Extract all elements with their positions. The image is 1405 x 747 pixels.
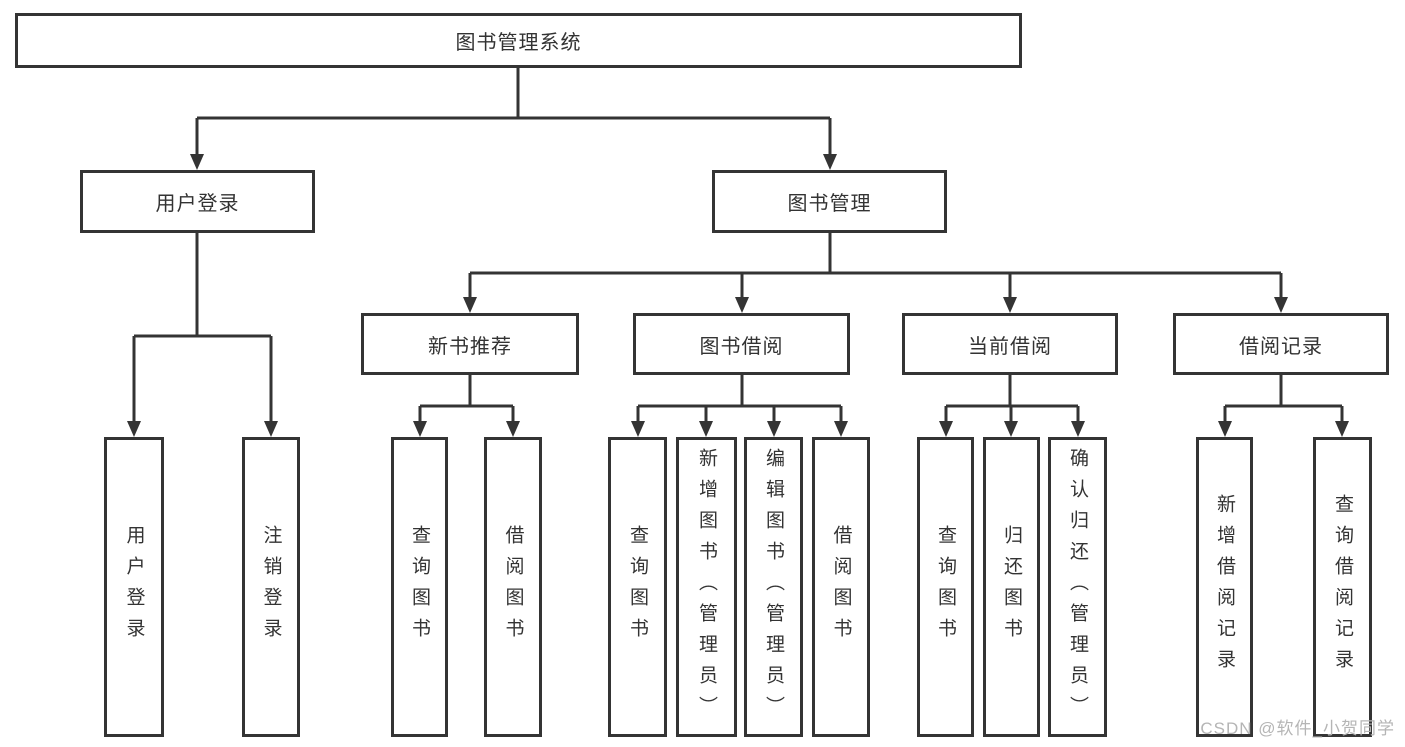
connector-borrowing-to-leaves — [636, 375, 843, 423]
arrow-down-icon — [413, 421, 427, 437]
arrow-down-icon — [631, 421, 645, 437]
arrow-down-icon — [127, 421, 141, 437]
csdn-watermark: CSDN @软件_小贺同学 — [1200, 719, 1395, 738]
leaf-current-query-books: 查询图书 — [917, 437, 974, 737]
leaf-current-return-books: 归还图书 — [983, 437, 1040, 737]
arrow-down-icon — [506, 421, 520, 437]
arrow-down-icon — [1004, 421, 1018, 437]
node-label: 确认归还（管理员） — [1067, 447, 1088, 727]
arrow-down-icon — [1003, 297, 1017, 313]
node-label: 用户登录 — [123, 525, 145, 649]
node-label: 编辑图书（管理员） — [763, 447, 784, 727]
node-label: 查询图书 — [935, 525, 956, 649]
connector-book-mgmt-to-level3 — [468, 233, 1283, 299]
node-label: 当前借阅 — [968, 335, 1052, 358]
leaf-records-query-borrow-record: 查询借阅记录 — [1313, 437, 1372, 737]
node-book-management: 图书管理 — [712, 170, 947, 233]
leaf-new-rec-query-books: 查询图书 — [391, 437, 448, 737]
leaf-borrowing-borrow-books: 借阅图书 — [812, 437, 870, 737]
node-label: 新增借阅记录 — [1214, 494, 1235, 680]
node-new-book-recommend: 新书推荐 — [361, 313, 579, 375]
arrow-down-icon — [735, 297, 749, 313]
node-label: 查询图书 — [627, 525, 648, 649]
node-label: 新书推荐 — [428, 335, 512, 358]
node-label: 图书管理 — [787, 193, 872, 215]
connector-user-login-to-leaves — [132, 233, 273, 423]
arrowheads — [127, 154, 1349, 437]
connector-new-rec-to-leaves — [418, 375, 515, 423]
leaf-logout: 注销登录 — [242, 437, 300, 737]
node-borrowing-records: 借阅记录 — [1173, 313, 1389, 375]
leaf-records-add-borrow-record: 新增借阅记录 — [1196, 437, 1253, 737]
node-label: 查询图书 — [409, 525, 430, 649]
arrow-down-icon — [190, 154, 204, 170]
node-book-borrowing: 图书借阅 — [633, 313, 850, 375]
node-label: 用户登录 — [155, 193, 240, 215]
arrow-down-icon — [1218, 421, 1232, 437]
connector-records-to-leaves — [1223, 375, 1344, 423]
leaf-current-confirm-return-admin: 确认归还（管理员） — [1048, 437, 1107, 737]
arrow-down-icon — [1335, 421, 1349, 437]
node-label: 借阅图书 — [502, 525, 524, 649]
node-label: 新增图书（管理员） — [696, 447, 717, 727]
node-label: 归还图书 — [1001, 525, 1022, 649]
node-label: 借阅图书 — [830, 525, 852, 649]
leaf-borrowing-edit-books-admin: 编辑图书（管理员） — [744, 437, 803, 737]
node-label: 查询借阅记录 — [1332, 494, 1353, 680]
leaf-user-login: 用户登录 — [104, 437, 164, 737]
arrow-down-icon — [834, 421, 848, 437]
node-current-borrowing: 当前借阅 — [902, 313, 1118, 375]
leaf-borrowing-add-books-admin: 新增图书（管理员） — [676, 437, 737, 737]
connector-current-to-leaves — [944, 375, 1080, 423]
node-label: 注销登录 — [260, 525, 282, 649]
node-user-login: 用户登录 — [80, 170, 315, 233]
arrow-down-icon — [823, 154, 837, 170]
arrow-down-icon — [939, 421, 953, 437]
arrow-down-icon — [767, 421, 781, 437]
leaf-borrowing-query-books: 查询图书 — [608, 437, 667, 737]
arrow-down-icon — [699, 421, 713, 437]
arrow-down-icon — [1274, 297, 1288, 313]
node-label: 借阅记录 — [1239, 335, 1323, 358]
connector-root-to-level2 — [195, 68, 832, 156]
arrow-down-icon — [463, 297, 477, 313]
arrow-down-icon — [264, 421, 278, 437]
node-label: 图书借阅 — [699, 335, 784, 358]
node-library-management-system: 图书管理系统 — [15, 13, 1022, 68]
arrow-down-icon — [1071, 421, 1085, 437]
node-label: 图书管理系统 — [455, 32, 582, 54]
leaf-new-rec-borrow-books: 借阅图书 — [484, 437, 542, 737]
